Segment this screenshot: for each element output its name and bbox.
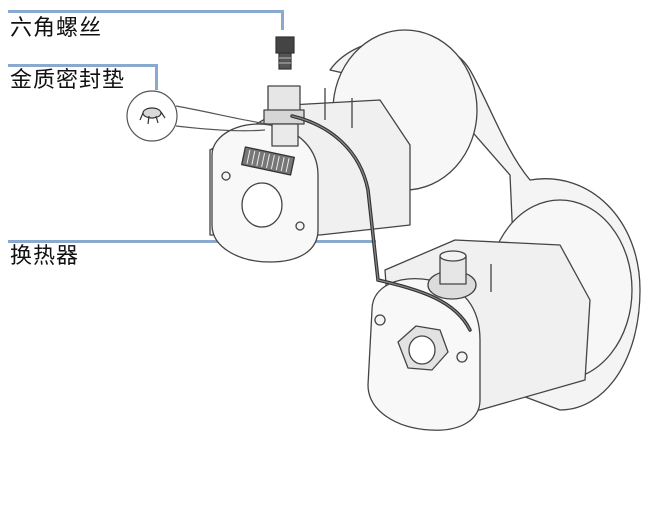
label-hex-screw: 六角螺丝 <box>10 16 103 41</box>
leader-heat-exchanger-horizontal <box>8 240 376 243</box>
leader-gasket-horizontal <box>8 64 158 67</box>
gold-gasket-icon <box>126 90 269 142</box>
label-gold-gasket: 金质密封垫 <box>10 68 126 93</box>
leader-gasket-vertical <box>155 64 158 90</box>
leader-hex-screw-horizontal <box>8 10 284 13</box>
leader-hex-screw-vertical <box>281 10 284 30</box>
upper-port <box>241 182 283 228</box>
hex-screw-icon <box>275 36 295 70</box>
label-heat-exchanger: 换热器 <box>10 244 80 269</box>
